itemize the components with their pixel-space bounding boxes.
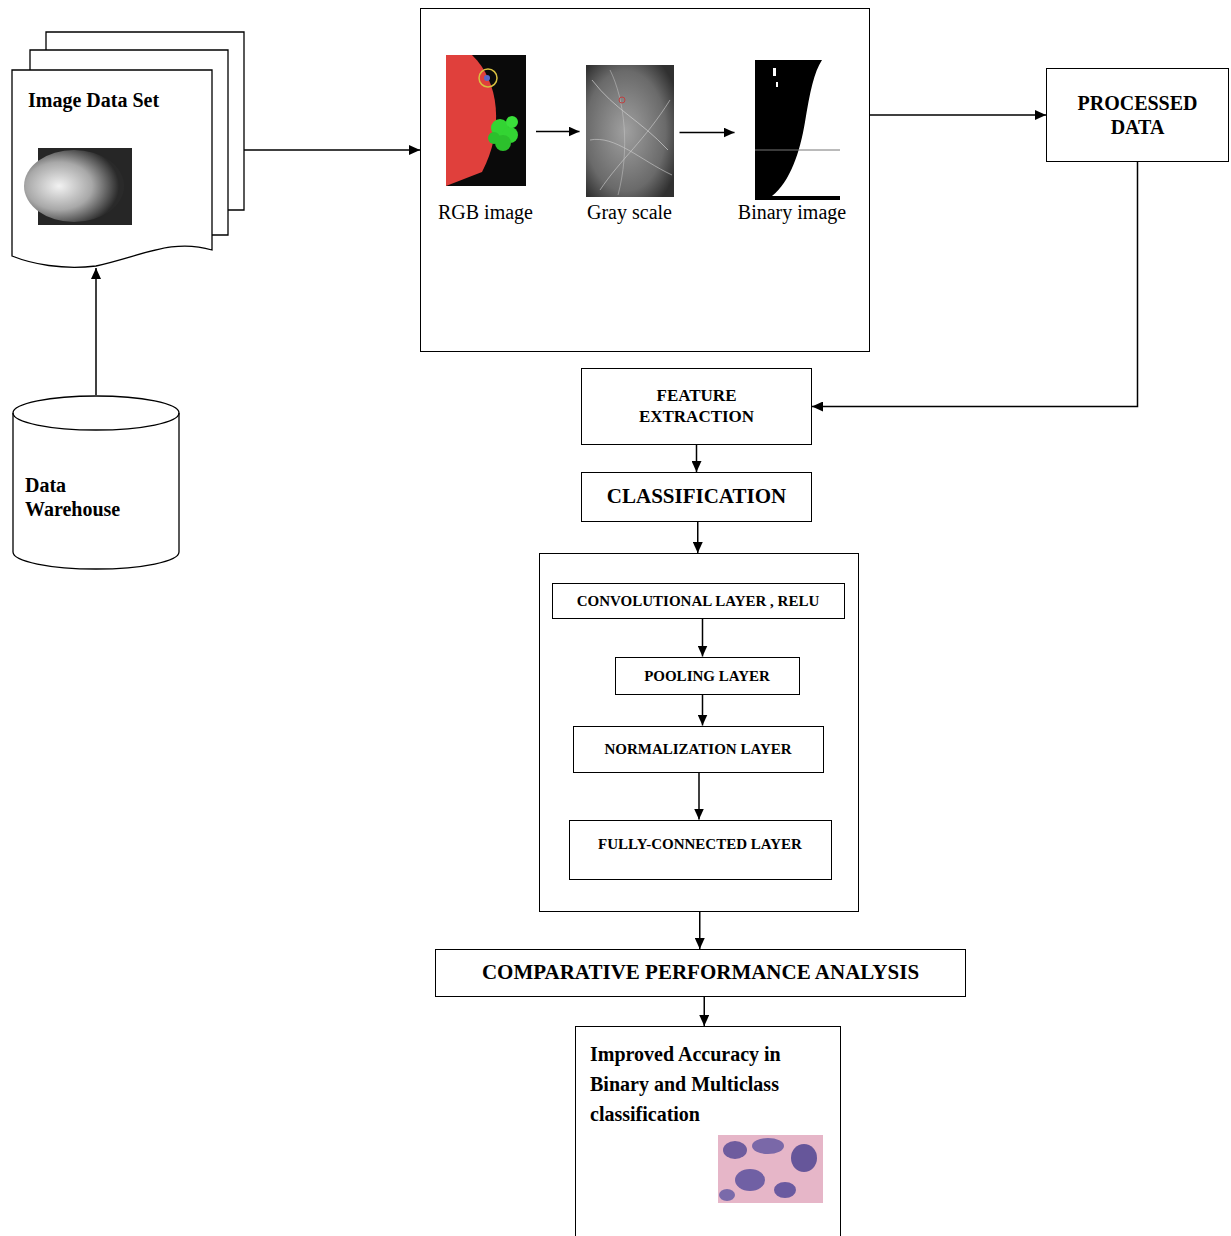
tissue-line [610,70,625,195]
green-blob [506,116,518,128]
image-ground [755,60,840,200]
front-sheet-outline [12,70,212,267]
process-box: CLASSIFICATION [581,472,812,522]
blue-dot [484,75,490,81]
node-label: COMPARATIVE PERFORMANCE ANALYSIS [482,960,919,985]
flow-arrow [244,149,420,151]
lesion-mark [619,97,625,103]
cylinder-body [13,413,179,569]
cell-cluster [791,1144,817,1172]
node-label: CONVOLUTIONAL LAYER , RELU [577,592,820,610]
cell-cluster [752,1138,784,1154]
process-box: COMPARATIVE PERFORMANCE ANALYSIS [435,949,966,997]
tissue-line [590,139,672,175]
node-label: FULLY-CONNECTED LAYER [598,835,802,853]
red-region [446,55,496,186]
result-box: Improved Accuracy in Binary and Multicla… [575,1026,841,1236]
cnn-panel: CONVOLUTIONAL LAYER , RELU POOLING LAYER N… [539,553,859,912]
flow-arrow [702,695,704,726]
flow-arrow [696,445,698,472]
node-label: Gray scale [587,200,672,224]
image-panel: Gray scale [580,58,680,238]
image-ground [586,65,674,197]
node-label: Data Warehouse [25,473,145,521]
document-stack: Image Data Set [12,32,244,268]
breast-mask [772,60,840,196]
image-panel: Binary image [735,55,850,238]
storage-cylinder: Data Warehouse [12,395,180,570]
histology-image [718,1135,823,1203]
tissue-ground [718,1135,823,1203]
mammogram-thumbnail [24,148,132,225]
breast-tissue [24,150,124,222]
sheet-outline [30,50,228,235]
rgb-image [446,55,526,186]
grayscale-image [586,65,674,197]
node-label: POOLING LAYER [644,667,770,685]
process-box: FEATURE EXTRACTION [581,368,812,445]
node-label: PROCESSED DATA [1063,91,1213,139]
node-label: RGB image [438,200,533,224]
node-label: Improved Accuracy in Binary and Multicla… [590,1039,830,1129]
scan-line [755,150,840,151]
cell-cluster [774,1182,796,1198]
yellow-marker [479,69,497,87]
mask-speck [773,68,776,76]
green-blob [488,132,500,144]
flow-arrow [697,522,699,553]
flow-arrow [704,997,706,1026]
connector-group [96,115,1138,1026]
flow-arrow [870,114,1046,116]
layer-box: POOLING LAYER [615,657,800,695]
flow-arrow [536,131,580,133]
flow-arrow [698,773,700,820]
cell-cluster [735,1169,765,1191]
node-label: NORMALIZATION LAYER [604,740,791,758]
image-panel: RGB image [435,52,536,237]
flow-arrow [680,132,735,134]
preprocessing-panel: RGB image Gray scale Binary image [420,8,870,352]
flow-arrow [812,162,1138,407]
sheet-outline [46,32,244,210]
layer-box: FULLY-CONNECTED LAYER [569,820,832,880]
cylinder-top [13,396,179,430]
document-outline [12,32,244,268]
binary-image [755,60,840,200]
node-label: FEATURE EXTRACTION [627,386,767,427]
flow-arrow [95,268,97,395]
cell-cluster [719,1189,735,1201]
layer-box: CONVOLUTIONAL LAYER , RELU [552,583,845,619]
cell-cluster [723,1141,747,1159]
flow-arrow [702,619,704,657]
layer-box: NORMALIZATION LAYER [573,726,824,773]
flow-arrow [699,912,701,949]
tissue-line [600,100,670,190]
node-label: CLASSIFICATION [607,484,786,509]
node-label: Binary image [738,200,846,224]
mask-speck [776,82,778,87]
image-ground [446,55,526,186]
node-label: Image Data Set [28,88,159,112]
process-box: PROCESSED DATA [1046,68,1229,162]
